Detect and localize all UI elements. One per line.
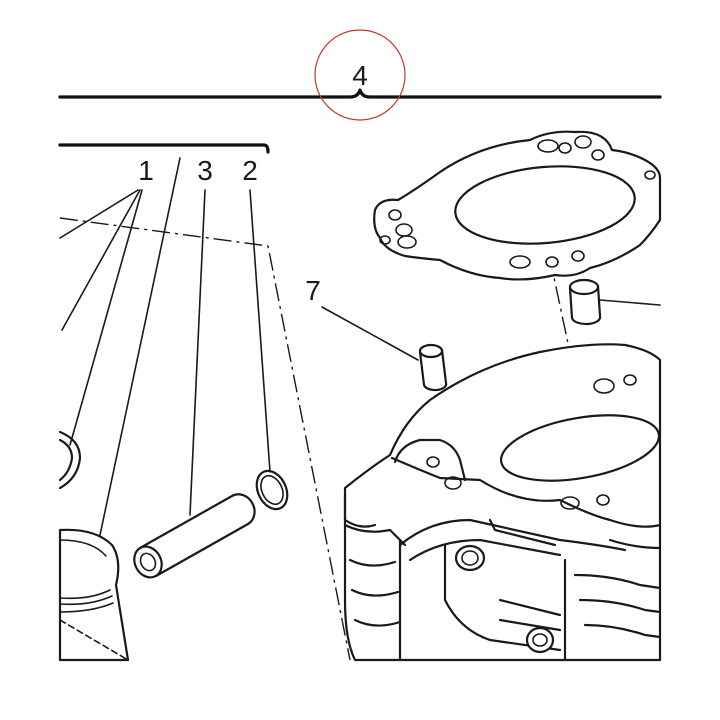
leader-lines <box>59 157 661 536</box>
dowel-pin-upper <box>568 278 602 326</box>
highlight-circle <box>314 29 406 121</box>
callout-1: 1 <box>138 155 154 186</box>
callout-7: 7 <box>305 275 321 306</box>
group-header: 4 <box>58 29 662 121</box>
head-gasket <box>373 130 662 281</box>
piston-pin <box>133 493 256 579</box>
group-number-label: 4 <box>352 60 368 91</box>
cylinder-block <box>343 343 662 662</box>
callout-3: 3 <box>197 155 213 186</box>
circlip <box>255 469 289 511</box>
group-bracket-line <box>58 88 662 99</box>
subgroup-bracket <box>58 143 270 154</box>
piston-rings <box>58 430 82 490</box>
callout-2: 2 <box>242 155 258 186</box>
piston <box>58 528 130 662</box>
dowel-pin-7 <box>418 343 448 392</box>
